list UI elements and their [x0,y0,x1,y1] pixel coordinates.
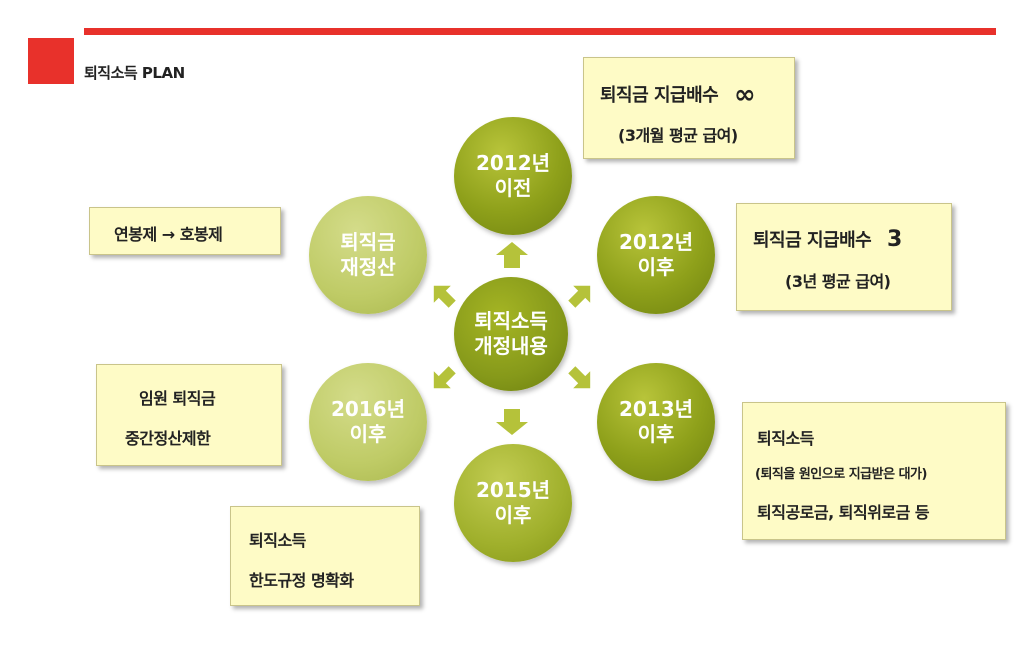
note-2015-after: 퇴직소득 한도규정 명확화 [230,506,420,606]
arrow-down-icon [496,409,528,435]
center-line2: 개정내용 [474,334,548,358]
header-accent-block [28,38,74,84]
note-resettlement: 연봉제 → 호봉제 [89,207,281,255]
circle-resettlement: 퇴직금 재정산 [309,196,427,314]
note-2015-after-line2: 한도규정 명확화 [249,571,354,590]
note-2013-after-line3: 퇴직공로금, 퇴직위로금 등 [757,503,930,522]
circle-2012-after: 2012년 이후 [597,196,715,314]
arrow-up-icon [496,242,528,268]
note-2016-after-line1: 임원 퇴직금 [139,389,216,408]
multiplier-value: 3 [886,227,902,252]
note-2013-after-line2: (퇴직을 원인으로 지급받은 대가) [755,467,927,482]
note-2013-after: 퇴직소득 (퇴직을 원인으로 지급받은 대가) 퇴직공로금, 퇴직위로금 등 [742,402,1006,540]
header-accent-bar [84,28,996,35]
circle-2012-before: 2012년 이전 [454,117,572,235]
center-line1: 퇴직소득 [474,309,548,333]
page-title: 퇴직소득 PLAN [84,64,185,82]
center-circle: 퇴직소득 개정내용 [454,277,568,391]
note-2012-before-line1: 퇴직금 지급배수 [600,85,719,106]
note-2012-after-line1: 퇴직금 지급배수 [753,230,872,251]
infinity-symbol: ∞ [733,80,756,110]
circle-2013-after: 2013년 이후 [597,363,715,481]
note-2016-after-line2: 중간정산제한 [125,429,211,448]
circle-2016-after: 2016년 이후 [309,363,427,481]
note-2012-before-line2: (3개월 평균 급여) [618,126,738,145]
note-2012-after: 퇴직금 지급배수 3 (3년 평균 급여) [736,203,952,311]
note-2012-after-line2: (3년 평균 급여) [785,272,891,291]
arrow-upleft-icon [433,285,456,308]
note-2012-before: 퇴직금 지급배수 ∞ (3개월 평균 급여) [583,57,795,159]
arrow-upright-icon [568,285,591,308]
arrow-downleft-icon [433,366,456,389]
note-resettlement-line1: 연봉제 → 호봉제 [114,225,223,244]
note-2016-after: 임원 퇴직금 중간정산제한 [96,364,282,466]
arrow-downright-icon [568,366,591,389]
note-2013-after-line1: 퇴직소득 [757,429,814,448]
circle-2015-after: 2015년 이후 [454,444,572,562]
note-2015-after-line1: 퇴직소득 [249,531,306,550]
